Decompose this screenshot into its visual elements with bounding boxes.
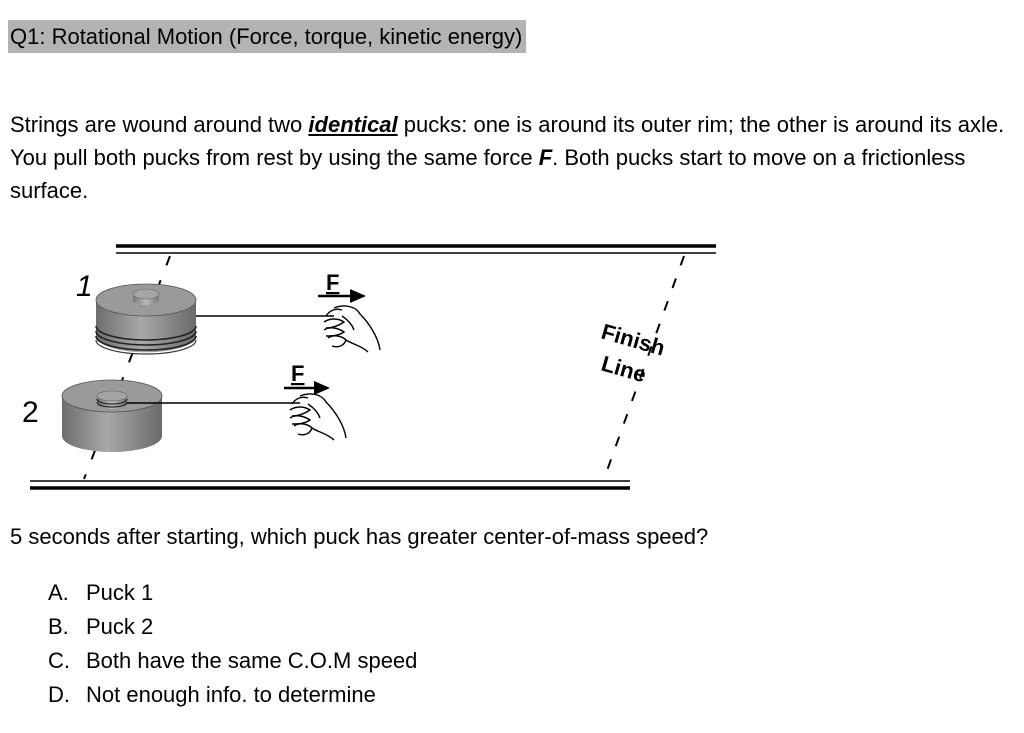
track-bottom-rail xyxy=(30,480,630,490)
choice-d[interactable]: D. Not enough info. to determine xyxy=(48,678,417,712)
puck-1-label: 1 xyxy=(76,270,93,303)
choice-letter: C. xyxy=(48,648,70,673)
choice-text: Not enough info. to determine xyxy=(86,682,376,707)
choice-text: Puck 1 xyxy=(86,580,154,605)
statement-part-3: . Both pucks start to move on a friction… xyxy=(10,145,966,203)
statement-emphasis: identical xyxy=(308,112,398,137)
choice-c[interactable]: C. Both have the same C.O.M speed xyxy=(48,644,417,678)
statement-part-2: pucks: one is around its outer rim; the … xyxy=(10,112,1005,170)
choice-letter: B. xyxy=(48,614,69,639)
answer-choices: A. Puck 1 B. Puck 2 C. Both have the same C… xyxy=(48,576,417,712)
hand-icon-1 xyxy=(323,305,381,353)
finish-label-line-2: Line xyxy=(599,351,649,387)
choice-text: Puck 2 xyxy=(86,614,154,639)
force-arrow-2 xyxy=(284,381,330,395)
choice-a[interactable]: A. Puck 1 xyxy=(48,576,417,610)
choice-b[interactable]: B. Puck 2 xyxy=(48,610,417,644)
force-symbol: F xyxy=(538,145,553,170)
choice-letter: D. xyxy=(48,682,70,707)
puck-2 xyxy=(61,379,163,452)
question-text: 5 seconds after starting, which puck has… xyxy=(10,524,709,549)
puck-2-label: 2 xyxy=(22,396,39,429)
choice-letter: A. xyxy=(48,580,69,605)
finish-line xyxy=(603,255,685,480)
problem-statement: Strings are wound around two identical p… xyxy=(10,108,1010,207)
force-label-1: F xyxy=(326,270,339,295)
question-title: Q1: Rotational Motion (Force, torque, ki… xyxy=(8,20,527,53)
pucks-diagram: 1 2 F F Finish Line xyxy=(22,244,716,490)
choice-text: Both have the same C.O.M speed xyxy=(86,648,418,673)
hand-icon-2 xyxy=(289,393,347,441)
force-arrow-1 xyxy=(318,289,366,303)
track-top-rail xyxy=(116,244,716,254)
force-label-2: F xyxy=(291,361,304,386)
statement-part-1: Strings are wound around two xyxy=(10,112,309,137)
puck-1 xyxy=(95,283,197,355)
